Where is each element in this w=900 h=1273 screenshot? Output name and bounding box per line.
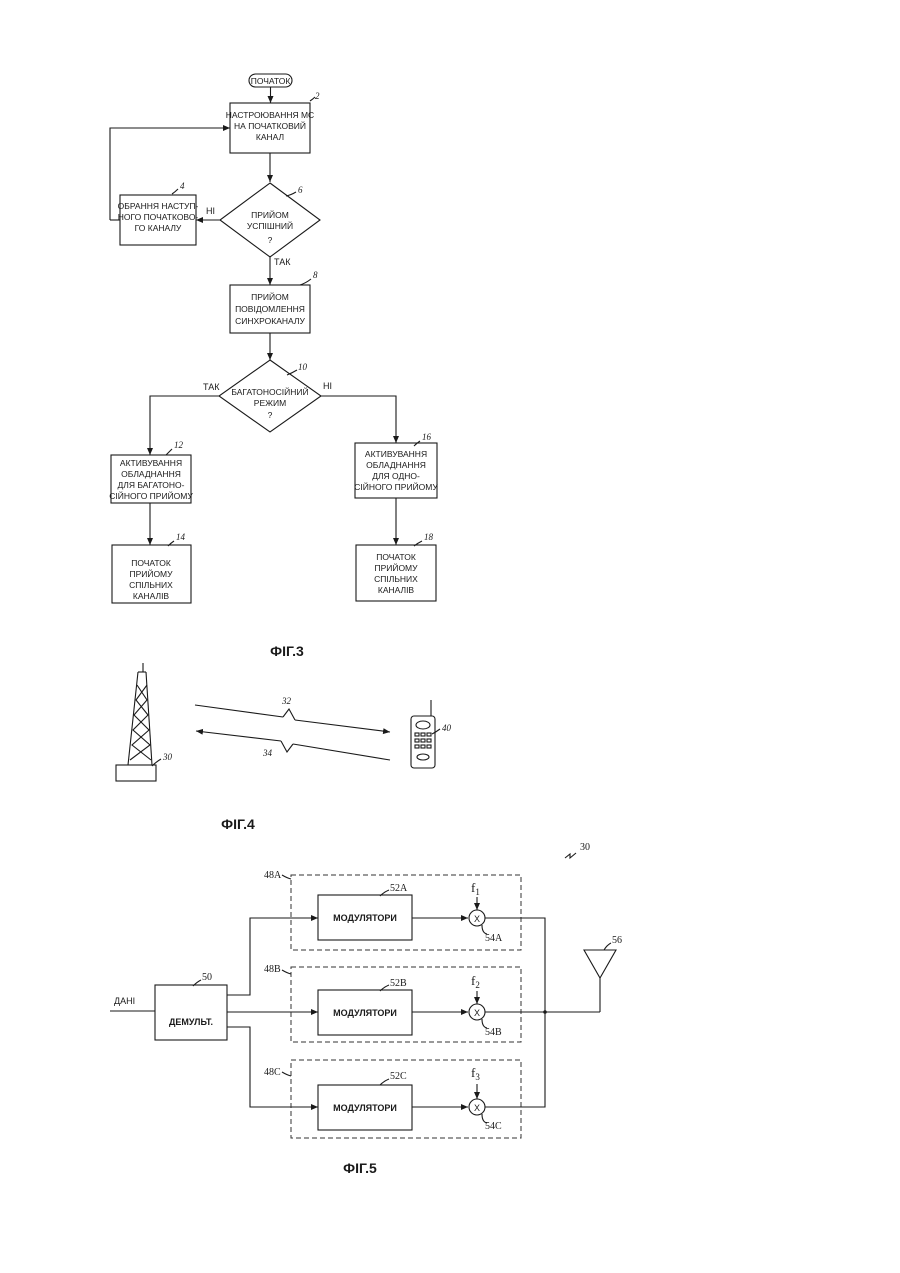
box-18-line-1: ПОЧАТОК — [376, 552, 416, 562]
ref-48b: 48B — [264, 964, 281, 975]
box-2-line-1: НАСТРОЮВАННЯ МС — [226, 110, 314, 120]
figure-4-link: 30 32 34 — [116, 663, 452, 832]
decision-6-line-1: ПРИЙОМ — [251, 209, 289, 220]
ref-4: 4 — [180, 181, 185, 191]
figure-3-caption: ФІГ.3 — [270, 643, 304, 659]
modulators-a-label: МОДУЛЯТОРИ — [333, 913, 397, 923]
ref-2: 2 — [315, 91, 320, 101]
box-18-line-2: ПРИЙОМУ — [374, 562, 418, 573]
label-no-6: НІ — [206, 206, 215, 216]
label-yes-6: ТАК — [274, 257, 291, 267]
ref-30-tower: 30 — [162, 752, 173, 762]
mixer-a-symbol: X — [474, 914, 480, 924]
ref-12: 12 — [174, 440, 184, 450]
ref-56: 56 — [612, 935, 622, 946]
ref-8: 8 — [313, 270, 318, 280]
box-4-line-2: НОГО ПОЧАТКОВО- — [118, 212, 199, 222]
label-yes-10: ТАК — [203, 382, 220, 392]
ref-54c: 54C — [485, 1121, 502, 1132]
box-8-line-1: ПРИЙОМ — [251, 291, 289, 302]
decision-10-line-1: БАГАТОНОСІЙНИЙ — [231, 386, 308, 397]
box-8-line-3: СИНХРОКАНАЛУ — [235, 316, 305, 326]
ref-30-system: 30 — [580, 842, 590, 853]
box-14-line-3: СПІЛЬНИХ — [129, 580, 173, 590]
modulators-c-label: МОДУЛЯТОРИ — [333, 1103, 397, 1113]
ref-48a: 48A — [264, 870, 282, 881]
ref-32: 32 — [281, 696, 292, 706]
decision-6-line-2: УСПІШНИЙ — [247, 220, 293, 231]
box-18-line-4: КАНАЛІВ — [378, 585, 415, 595]
decision-10-line-2: РЕЖИМ — [254, 398, 286, 408]
demultiplexer-block — [155, 985, 227, 1040]
ref-6: 6 — [298, 185, 303, 195]
ref-48c: 48C — [264, 1067, 281, 1078]
decision-6-line-3: ? — [268, 235, 273, 245]
box-16-line-4: СІЙНОГО ПРИЙОМУ — [354, 481, 438, 492]
mixer-b-symbol: X — [474, 1008, 480, 1018]
box-18-line-3: СПІЛЬНИХ — [374, 574, 418, 584]
forward-link-arrow — [195, 705, 390, 732]
ref-52c: 52C — [390, 1071, 407, 1082]
base-station-tower-icon — [116, 663, 156, 781]
mixer-c-symbol: X — [474, 1103, 480, 1113]
figure-4-caption: ФІГ.4 — [221, 816, 255, 832]
box-2-line-2: НА ПОЧАТКОВИЙ — [234, 120, 306, 131]
label-no-10: НІ — [323, 381, 332, 391]
box-12-line-3: ДЛЯ БАГАТОНО- — [118, 480, 185, 490]
ref-40-phone: 40 — [442, 723, 452, 733]
box-4-line-1: ОБРАННЯ НАСТУП- — [118, 201, 199, 211]
box-4-line-3: ГО КАНАЛУ — [135, 223, 182, 233]
ref-34: 34 — [262, 748, 273, 758]
box-2-line-3: КАНАЛ — [256, 132, 284, 142]
ref-52b: 52B — [390, 978, 407, 989]
box-14-line-1: ПОЧАТОК — [131, 558, 171, 568]
box-16-line-2: ОБЛАДНАННЯ — [366, 460, 426, 470]
ref-14: 14 — [176, 532, 186, 542]
freq-f2: f2 — [471, 973, 480, 990]
modulators-b-label: МОДУЛЯТОРИ — [333, 1008, 397, 1018]
start-label: ПОЧАТОК — [251, 76, 291, 86]
figure-3-flowchart: ПОЧАТОК НАСТРОЮВАННЯ МС НА ПОЧАТКОВИЙ КА… — [109, 74, 438, 659]
figure-5-block-diagram: 30 ДАНІ ДЕМУЛЬТ. 50 48A МОДУЛЯТОРИ 52A X… — [110, 842, 622, 1176]
ref-16: 16 — [422, 432, 432, 442]
ref-18: 18 — [424, 532, 434, 542]
summing-junction — [543, 1010, 547, 1014]
freq-f3: f3 — [471, 1065, 480, 1082]
decision-reception-successful — [220, 183, 320, 257]
branch-b: 48B МОДУЛЯТОРИ 52B X f2 54B — [264, 964, 600, 1042]
decision-10-line-3: ? — [268, 410, 273, 420]
antenna-icon — [584, 950, 616, 1012]
ref-54a: 54A — [485, 933, 503, 944]
figure-5-caption: ФІГ.5 — [343, 1160, 377, 1176]
demultiplexer-label: ДЕМУЛЬТ. — [169, 1017, 213, 1027]
box-16-line-3: ДЛЯ ОДНО- — [372, 471, 420, 481]
reverse-link-arrow — [196, 731, 390, 760]
box-8-line-2: ПОВІДОМЛЕННЯ — [235, 304, 305, 314]
input-data-label: ДАНІ — [114, 996, 135, 1006]
box-12-line-4: СІЙНОГО ПРИЙОМУ — [109, 490, 193, 501]
ref-52a: 52A — [390, 883, 408, 894]
mobile-phone-icon — [411, 700, 435, 768]
box-12-line-1: АКТИВУВАННЯ — [120, 458, 182, 468]
box-12-line-2: ОБЛАДНАННЯ — [121, 469, 181, 479]
ref-10: 10 — [298, 362, 308, 372]
freq-f1: f1 — [471, 880, 480, 897]
box-14-line-4: КАНАЛІВ — [133, 591, 170, 601]
box-16-line-1: АКТИВУВАННЯ — [365, 449, 427, 459]
ref-54b: 54B — [485, 1027, 502, 1038]
box-14-line-2: ПРИЙОМУ — [129, 568, 173, 579]
ref-50: 50 — [202, 972, 212, 983]
